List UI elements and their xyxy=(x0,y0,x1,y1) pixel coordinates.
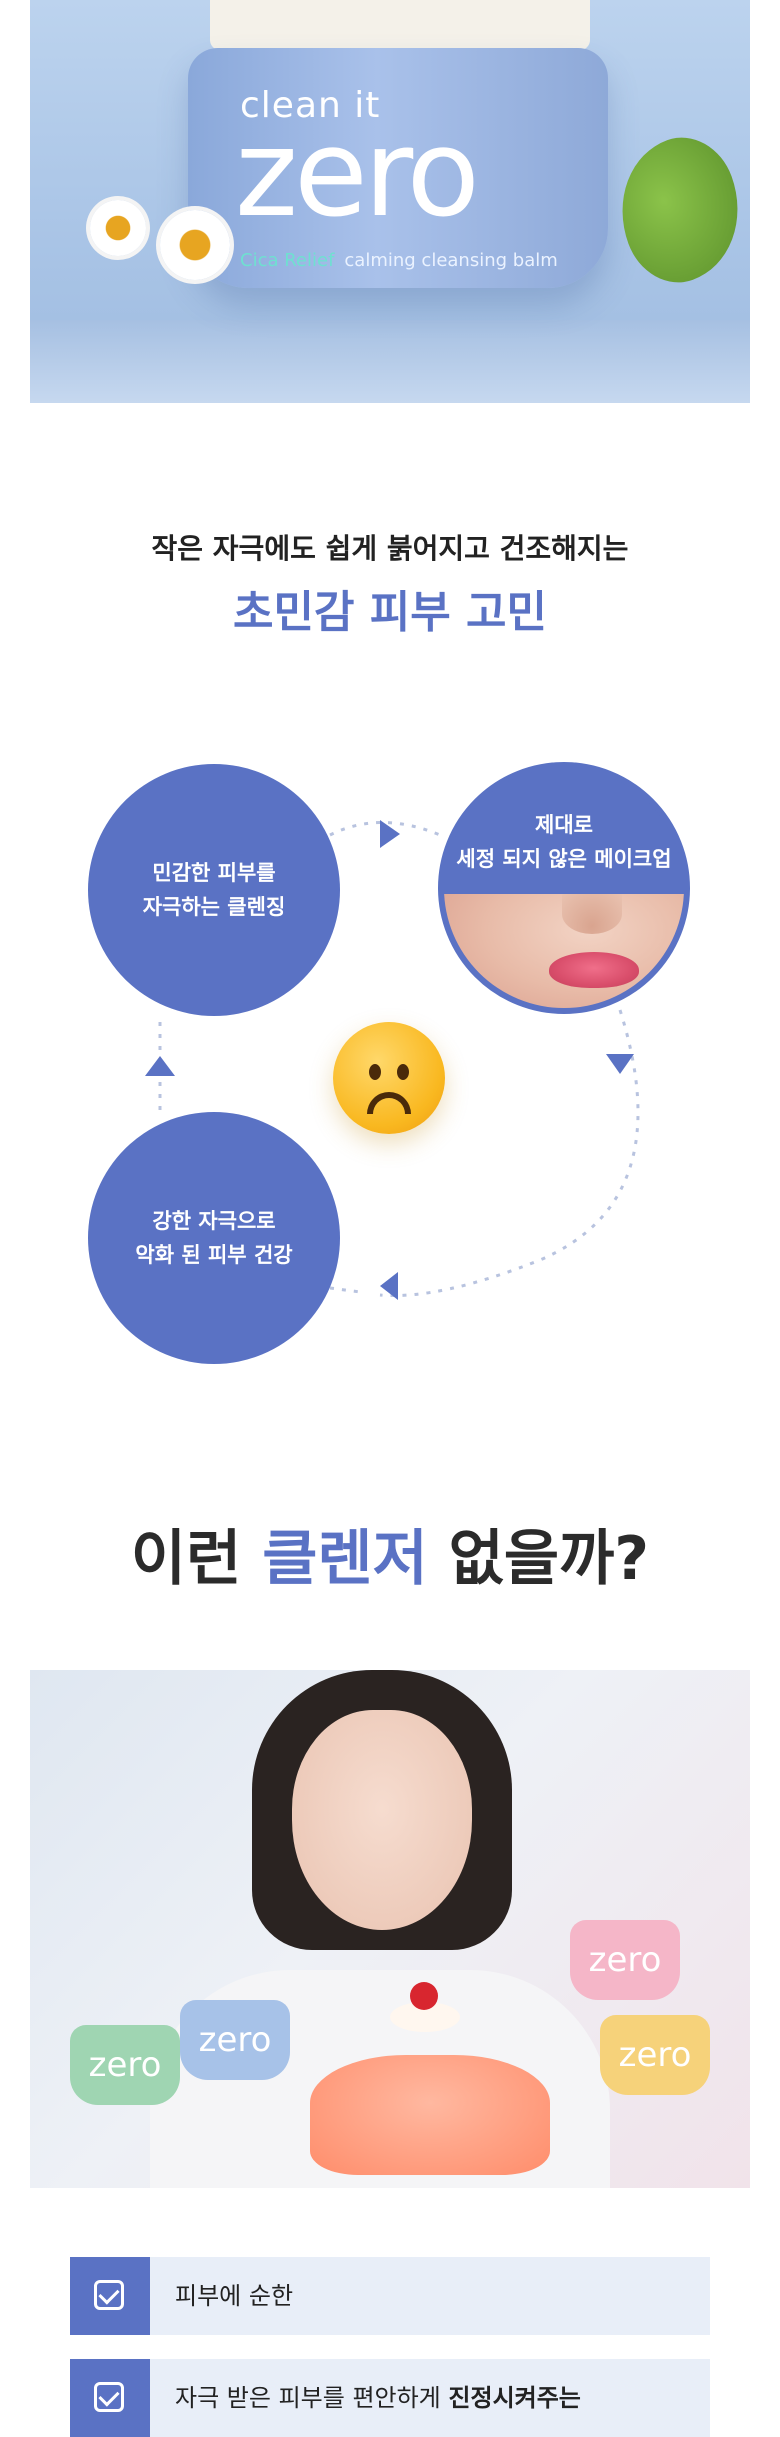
leaf-icon xyxy=(599,123,750,297)
arrow-down-icon xyxy=(606,1054,634,1074)
cycle-item1-line2: 자극하는 클렌징 xyxy=(142,895,286,919)
nose-shape xyxy=(562,894,622,934)
product-accent: Cica Relief xyxy=(240,250,335,271)
arrow-up-icon xyxy=(145,1056,175,1076)
checkbox-icon xyxy=(70,2359,150,2437)
cycle-item3-line1: 강한 자극으로 xyxy=(152,1209,276,1233)
cycle-item-remaining-makeup: 제대로 세정 되지 않은 메이크업 xyxy=(438,762,690,1014)
model-face xyxy=(292,1710,472,1930)
jelly-dessert xyxy=(310,2055,550,2175)
model-product-photo: zero zero zero zero xyxy=(30,1670,750,2188)
flower-icon xyxy=(90,200,146,256)
question-part1: 이런 xyxy=(130,1524,263,1594)
jar-lid xyxy=(210,0,590,50)
emoji-mouth xyxy=(367,1092,411,1114)
cycle-item-harsh-cleansing: 민감한 피부를 자극하는 클렌징 xyxy=(88,764,340,1016)
mini-jar-blue: zero xyxy=(180,2000,290,2080)
arrow-left-icon xyxy=(380,1272,398,1300)
mini-jar-yellow: zero xyxy=(600,2015,710,2095)
cycle-item2-line1: 제대로 xyxy=(535,813,593,837)
cherry-icon xyxy=(410,1982,438,2010)
product-jar xyxy=(188,48,608,288)
benefit-text: 자극 받은 피부를 편안하게 진정시켜주는 xyxy=(175,2384,581,2412)
benefit-row: 자극 받은 피부를 편안하게 진정시켜주는 xyxy=(70,2359,710,2437)
arrow-right-icon xyxy=(380,820,400,848)
benefit-row: 피부에 순한 xyxy=(70,2257,710,2335)
benefit-text: 피부에 순한 xyxy=(175,2282,294,2310)
cleanser-question: 이런 클렌저 없을까? xyxy=(0,1510,780,1597)
mini-jar-pink: zero xyxy=(570,1920,680,2000)
emoji-eye xyxy=(397,1064,409,1080)
product-line3: Cica Relief calming cleansing balm xyxy=(240,250,558,271)
cycle-item2-line2: 세정 되지 않은 메이크업 xyxy=(456,847,672,871)
lips-shape xyxy=(549,952,639,988)
cycle-item1-line1: 민감한 피부를 xyxy=(152,861,276,885)
cycle-item3-line2: 악화 된 피부 건강 xyxy=(135,1243,293,1267)
lips-photo xyxy=(444,894,684,1008)
flower-icon xyxy=(160,210,230,280)
cycle-connector-lines xyxy=(145,820,640,1300)
checkbox-icon xyxy=(70,2257,150,2335)
hero-product-image: clean it zero Cica Relief calming cleansi… xyxy=(30,0,750,403)
emoji-eye xyxy=(369,1064,381,1080)
hero-floor xyxy=(30,320,750,403)
question-part2: 없을까? xyxy=(427,1524,650,1594)
problem-heading: 초민감 피부 고민 xyxy=(233,587,547,638)
frowning-face-icon xyxy=(333,1022,445,1134)
product-line2: zero xyxy=(235,105,480,244)
mini-jar-green: zero xyxy=(70,2025,180,2105)
cycle-item2-title: 제대로 세정 되지 않은 메이크업 xyxy=(444,808,684,876)
problem-subheading: 작은 자극에도 쉽게 붉어지고 건조해지는 xyxy=(151,532,629,565)
product-desc: calming cleansing balm xyxy=(344,250,558,271)
product-line1: clean it xyxy=(240,85,381,126)
question-highlight: 클렌저 xyxy=(262,1524,428,1594)
cycle-item-damaged-skin: 강한 자극으로 악화 된 피부 건강 xyxy=(88,1112,340,1364)
